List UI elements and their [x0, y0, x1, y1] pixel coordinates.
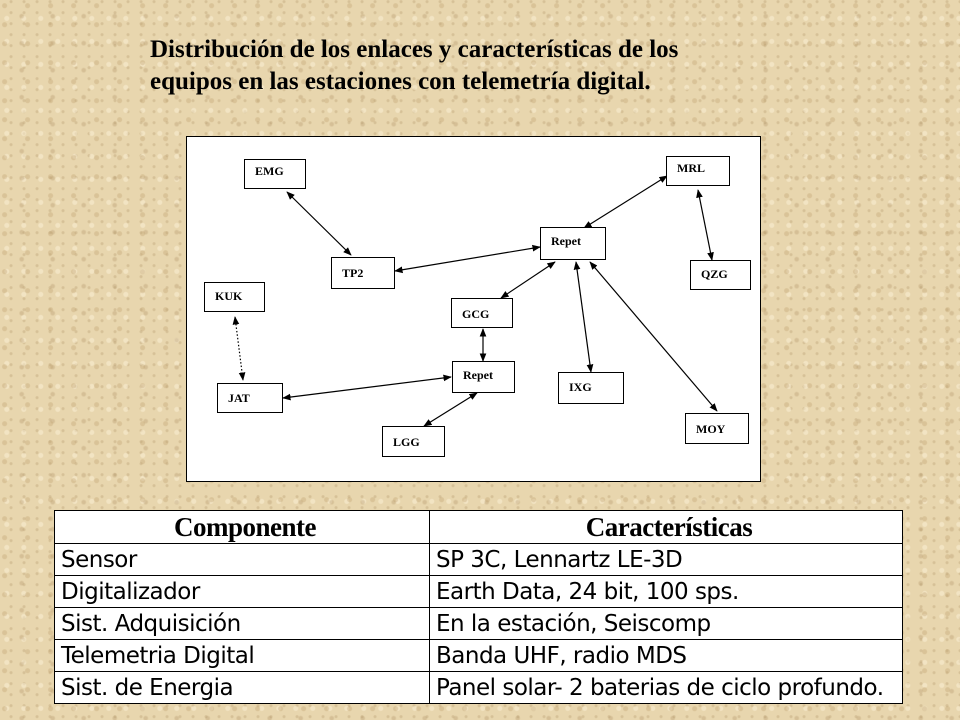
node-emg: EMG — [244, 159, 306, 189]
page-title: Distribución de los enlaces y caracterís… — [150, 34, 870, 98]
table-row: Sensor SP 3C, Lennartz LE-3D — [54, 543, 903, 576]
node-mrl: MRL — [666, 156, 730, 186]
link-arrows — [232, 175, 718, 427]
cell-characteristics: SP 3C, Lennartz LE-3D — [429, 543, 903, 576]
cell-component: Sist. de Energia — [54, 671, 430, 704]
node-gcg: GCG — [451, 298, 513, 328]
table-row: Sist. de Energia Panel solar- 2 baterias… — [54, 671, 903, 704]
table-header-row: Componente Características — [54, 510, 903, 544]
link-tp2-repet — [394, 244, 541, 274]
cell-characteristics: Panel solar- 2 baterias de ciclo profund… — [429, 671, 903, 704]
header-componente: Componente — [54, 510, 430, 544]
link-repet-ixg — [573, 261, 594, 373]
cell-component: Digitalizador — [54, 575, 430, 608]
link-repet-gcg — [500, 261, 556, 299]
cell-component: Sensor — [54, 543, 430, 576]
cell-characteristics: Earth Data, 24 bit, 100 sps. — [429, 575, 903, 608]
cell-characteristics: En la estación, Seiscomp — [429, 607, 903, 640]
link-repet-bottom-lgg — [423, 392, 478, 427]
link-repet-mrl — [583, 175, 668, 229]
cell-component: Sist. Adquisición — [54, 607, 430, 640]
link-emg-tp2 — [286, 191, 352, 256]
node-tp2: TP2 — [331, 257, 395, 289]
node-jat: JAT — [217, 383, 283, 413]
cell-component: Telemetria Digital — [54, 639, 430, 672]
title-line-2: equipos en las estaciones con telemetría… — [150, 68, 651, 95]
network-diagram: EMG MRL Repet TP2 QZG KUK GCG Repet IXG … — [186, 136, 761, 482]
link-mrl-qzg — [696, 189, 714, 261]
table-row: Sist. Adquisición En la estación, Seisco… — [54, 607, 903, 640]
link-kuk-jat — [232, 316, 246, 381]
link-repet-moy — [589, 261, 718, 412]
node-qzg: QZG — [690, 260, 751, 290]
equipment-table: Componente Características Sensor SP 3C,… — [54, 510, 903, 704]
link-repet-bottom-jat — [282, 374, 452, 401]
table-row: Telemetria Digital Banda UHF, radio MDS — [54, 639, 903, 672]
node-lgg: LGG — [382, 426, 445, 457]
node-moy: MOY — [685, 413, 749, 444]
node-kuk: KUK — [204, 282, 265, 312]
node-repet-bottom: Repet — [452, 361, 515, 393]
title-line-1: Distribución de los enlaces y caracterís… — [150, 36, 679, 63]
node-ixg: IXG — [558, 372, 624, 404]
node-repet-top: Repet — [540, 227, 606, 260]
header-caracteristicas: Características — [429, 510, 903, 544]
table-row: Digitalizador Earth Data, 24 bit, 100 sp… — [54, 575, 903, 608]
cell-characteristics: Banda UHF, radio MDS — [429, 639, 903, 672]
